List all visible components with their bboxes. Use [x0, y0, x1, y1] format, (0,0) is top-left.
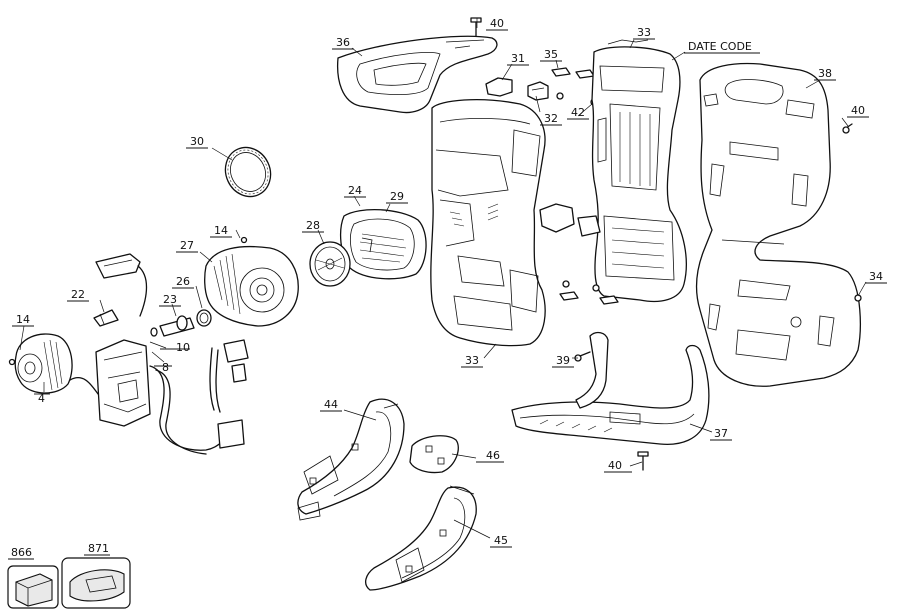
wiring-harness-part: [149, 339, 249, 455]
callout-46: 46: [486, 449, 500, 462]
callout-27: 27: [180, 239, 194, 252]
callout-8: 8: [162, 361, 169, 374]
switch-assembly-part: [95, 253, 148, 317]
callout-28: 28: [306, 219, 320, 232]
callout-45: 45: [494, 534, 508, 547]
callout-36: 36: [336, 36, 350, 49]
callout-31: 31: [511, 52, 525, 65]
callout-29: 29: [390, 190, 404, 203]
impeller-part: [309, 241, 351, 287]
callout-40: 40: [490, 17, 504, 30]
filter-cover-part: [339, 208, 427, 280]
motor-part: [8, 333, 73, 394]
latch-part: [485, 77, 549, 101]
callout-32: 32: [544, 112, 558, 125]
seal-ring-part: [196, 309, 212, 327]
callout-10: 10: [176, 341, 190, 354]
callout-24: 24: [348, 184, 362, 197]
callout-14: 14: [214, 224, 228, 237]
callout-39: 39: [556, 354, 570, 367]
callout-26: 26: [176, 275, 190, 288]
housing-half-left: [430, 98, 546, 347]
callout-40: 40: [851, 104, 865, 117]
shoulder-frame-part: [511, 331, 710, 446]
callout-40: 40: [608, 459, 622, 472]
pad-part: [551, 67, 598, 106]
screw-part: [470, 17, 482, 37]
shoulder-strap-part: [364, 485, 477, 591]
callout-38: 38: [818, 67, 832, 80]
callout-866: 866: [11, 546, 32, 559]
screw-part: [842, 123, 862, 302]
battery-assembly-part: [69, 339, 151, 427]
callout-34: 34: [869, 270, 883, 283]
pad-part: [559, 280, 619, 305]
callout-4: 4: [38, 392, 45, 405]
callout-14: 14: [16, 313, 30, 326]
battery-thumbnail: [7, 565, 59, 609]
callout-labels: 40 36 31 35 33 DATE CODE 38 40 32 42 30 …: [8, 17, 887, 560]
strap-pad-part: [409, 435, 459, 474]
callout-22: 22: [71, 288, 85, 301]
callout-44: 44: [324, 398, 338, 411]
callout-23: 23: [163, 293, 177, 306]
motor-housing-part: [204, 236, 299, 327]
date-code-label: DATE CODE: [688, 40, 752, 53]
callout-30: 30: [190, 135, 204, 148]
shaft-part: [150, 315, 195, 337]
callout-37: 37: [714, 427, 728, 440]
bracket-part: [93, 309, 119, 327]
top-handle-part: [336, 35, 498, 114]
belt-ring-part: [224, 146, 272, 198]
back-plate-part: [695, 62, 861, 387]
callout-33: 33: [465, 354, 479, 367]
shoulder-strap-part: [297, 398, 405, 521]
screw-part: [574, 351, 649, 471]
callout-35: 35: [544, 48, 558, 61]
callout-42: 42: [571, 106, 585, 119]
charger-thumbnail: [61, 557, 131, 609]
callout-33: 33: [637, 26, 651, 39]
housing-half-right: [539, 39, 687, 303]
callout-871: 871: [88, 542, 109, 555]
